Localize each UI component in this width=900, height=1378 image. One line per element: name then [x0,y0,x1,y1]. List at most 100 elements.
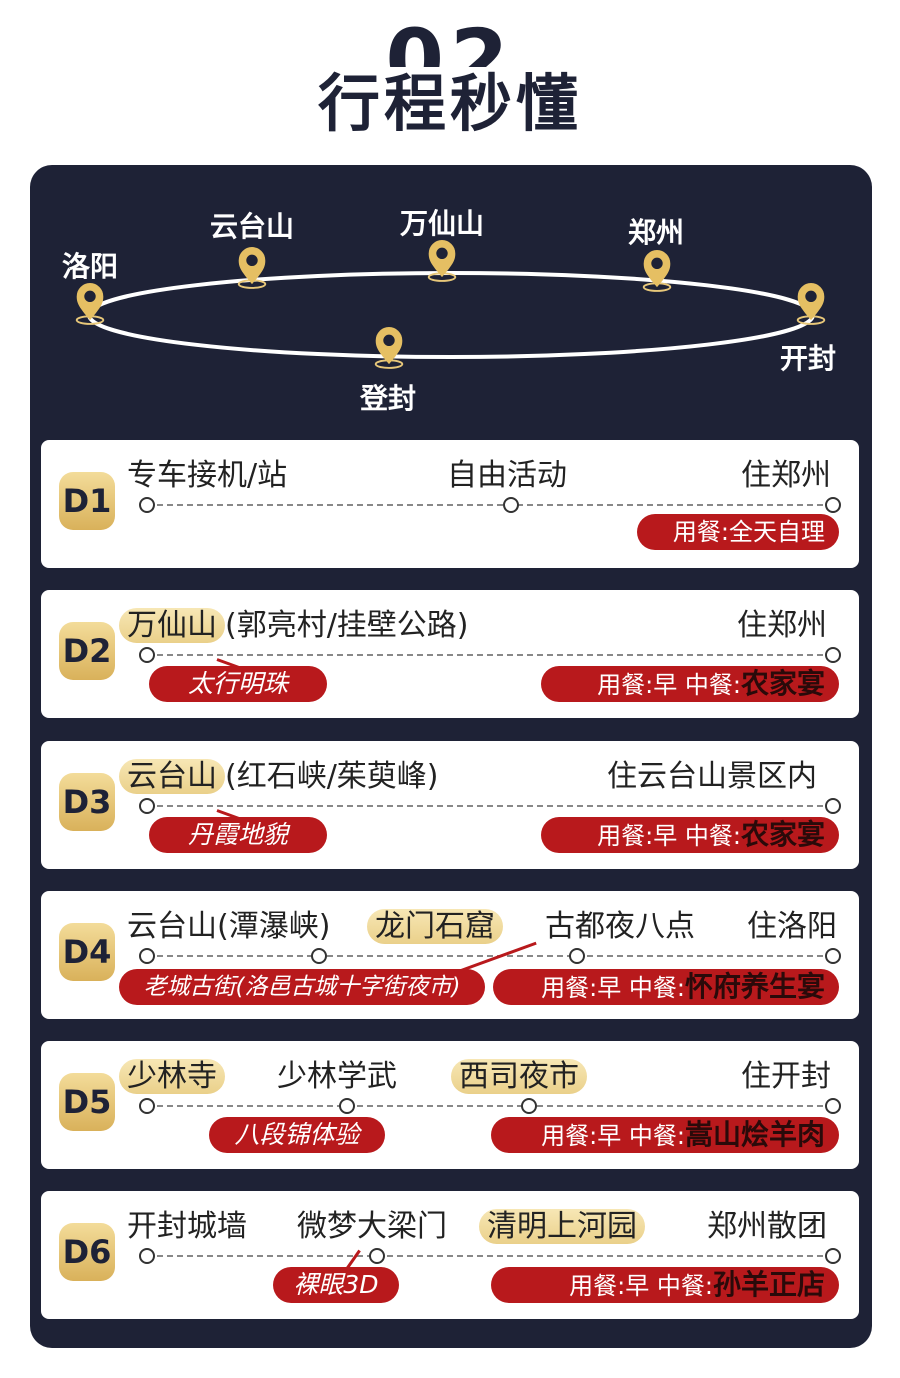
timeline-dot [139,1098,155,1114]
day-badge: D2 [59,622,115,680]
itinerary-panel: 洛阳 云台山 万仙山 郑州 开封 登封 D1 专车接机/站 自由活动 住郑州 用… [30,165,872,1348]
highlight-spot: 少林寺 [119,1059,225,1094]
activity-label: 清明上河园 [479,1207,645,1247]
timeline-dot [139,948,155,964]
activity-label: 少林学武 [277,1059,397,1094]
stay-label: 住郑州 [741,458,831,493]
highlight-spot: 龙门石窟 [367,909,503,944]
timeline-dot [825,497,841,513]
day-card-d4: D4 云台山(潭瀑峡) 龙门石窟 古都夜八点 住洛阳 老城古街(洛邑古城十字街夜… [41,891,859,1019]
city-zhengzhou: 郑州 [628,216,685,249]
timeline-dot [139,1248,155,1264]
activity-label: 龙门石窟 [367,907,503,947]
feature-tag: 八段锦体验 [209,1117,385,1153]
feature-tag: 老城古街(洛邑古城十字街夜市) [119,969,485,1005]
day-badge: D3 [59,773,115,831]
meal-badge: 用餐:早 中餐:农家宴 [541,666,839,702]
timeline-dot [139,798,155,814]
timeline-dot [825,948,841,964]
meal-badge: 用餐:早 中餐:怀府养生宴 [493,969,839,1005]
header: 02 行程秒懂 [0,0,900,160]
feature-tag: 裸眼3D [273,1267,399,1303]
timeline-dot [311,948,327,964]
meal-dish: 孙羊正店 [712,1268,825,1301]
timeline-dot [339,1098,355,1114]
activity-label: 云台山(红石峡/茱萸峰) [119,757,439,797]
meal-badge: 用餐:全天自理 [637,514,839,550]
timeline-dot [139,647,155,663]
meal-badge: 用餐:早 中餐:孙羊正店 [491,1267,839,1303]
activity-label: 西司夜市 [451,1057,587,1097]
activity-label: 自由活动 [447,458,567,493]
pin-yuntaishan-icon [237,246,267,289]
highlight-spot: 清明上河园 [479,1209,645,1244]
stay-label: 住洛阳 [747,909,837,944]
meal-text: 用餐:早 中餐: [569,1272,713,1300]
timeline-dot [369,1248,385,1264]
day-badge: D5 [59,1073,115,1131]
timeline [147,1105,833,1107]
timeline [147,955,833,957]
page-title-text: 行程秒懂 [307,67,592,140]
pin-zhengzhou-icon [642,249,672,292]
timeline-dot [825,1248,841,1264]
activity-label: 专车接机/站 [127,458,288,493]
day-card-d5: D5 少林寺 少林学武 西司夜市 住开封 八段锦体验 用餐:早 中餐:嵩山烩羊肉 [41,1041,859,1169]
spot-detail: (郭亮村/挂壁公路) [225,608,469,643]
route-ellipse [75,239,826,369]
timeline [147,654,833,656]
day-badge: D6 [59,1223,115,1281]
timeline [147,805,833,807]
city-dengfeng: 登封 [360,382,417,415]
activity-label: 开封城墙 [127,1209,247,1244]
feature-tag: 太行明珠 [149,666,327,702]
route-map: 洛阳 云台山 万仙山 郑州 开封 登封 [30,165,872,435]
meal-dish: 农家宴 [740,667,825,700]
meal-text: 用餐:早 中餐: [541,974,685,1002]
meal-badge: 用餐:早 中餐:农家宴 [541,817,839,853]
meal-dish: 农家宴 [740,818,825,851]
highlight-spot: 万仙山 [119,608,225,643]
timeline [147,1255,833,1257]
meal-text: 用餐:早 中餐: [597,671,741,699]
spot-detail: (红石峡/茱萸峰) [225,759,439,794]
page-title: 行程秒懂 [0,67,900,140]
timeline-dot [503,497,519,513]
feature-tag: 丹霞地貌 [149,817,327,853]
city-luoyang: 洛阳 [62,250,119,283]
meal-text: 用餐:早 中餐: [597,822,741,850]
meal-dish: 嵩山烩羊肉 [684,1118,825,1151]
timeline-dot [521,1098,537,1114]
activity-label: 微梦大梁门 [297,1209,447,1244]
pin-wanxianshan-icon [427,239,457,282]
timeline-dot [825,647,841,663]
pin-kaifeng-icon [796,282,826,325]
day-badge: D1 [59,472,115,530]
meal-dish: 怀府养生宴 [684,970,825,1003]
city-kaifeng: 开封 [780,342,837,375]
activity-label: 少林寺 [119,1057,225,1097]
stay-label: 住云台山景区内 [607,759,817,794]
highlight-spot: 西司夜市 [451,1059,587,1094]
day-card-d1: D1 专车接机/站 自由活动 住郑州 用餐:全天自理 [41,440,859,568]
timeline-dot [569,948,585,964]
timeline-dot [825,798,841,814]
day-card-d2: D2 万仙山(郭亮村/挂壁公路) 住郑州 太行明珠 用餐:早 中餐:农家宴 [41,590,859,718]
activity-label: 万仙山(郭亮村/挂壁公路) [119,606,469,646]
timeline [147,504,833,506]
pin-dengfeng-icon [374,326,404,369]
meal-text: 用餐:早 中餐: [541,1122,685,1150]
day-card-d3: D3 云台山(红石峡/茱萸峰) 住云台山景区内 丹霞地貌 用餐:早 中餐:农家宴 [41,741,859,869]
stay-label: 郑州散团 [707,1209,827,1244]
meal-text: 用餐:全天自理 [672,518,825,546]
timeline-dot [139,497,155,513]
meal-badge: 用餐:早 中餐:嵩山烩羊肉 [491,1117,839,1153]
stay-label: 住郑州 [737,608,827,643]
section-number: 02 [385,18,515,70]
activity-label: 古都夜八点 [545,909,695,944]
timeline-dot [825,1098,841,1114]
pin-luoyang-icon [75,282,105,325]
city-yuntaishan: 云台山 [210,210,295,243]
day-badge: D4 [59,923,115,981]
highlight-spot: 云台山 [119,759,225,794]
